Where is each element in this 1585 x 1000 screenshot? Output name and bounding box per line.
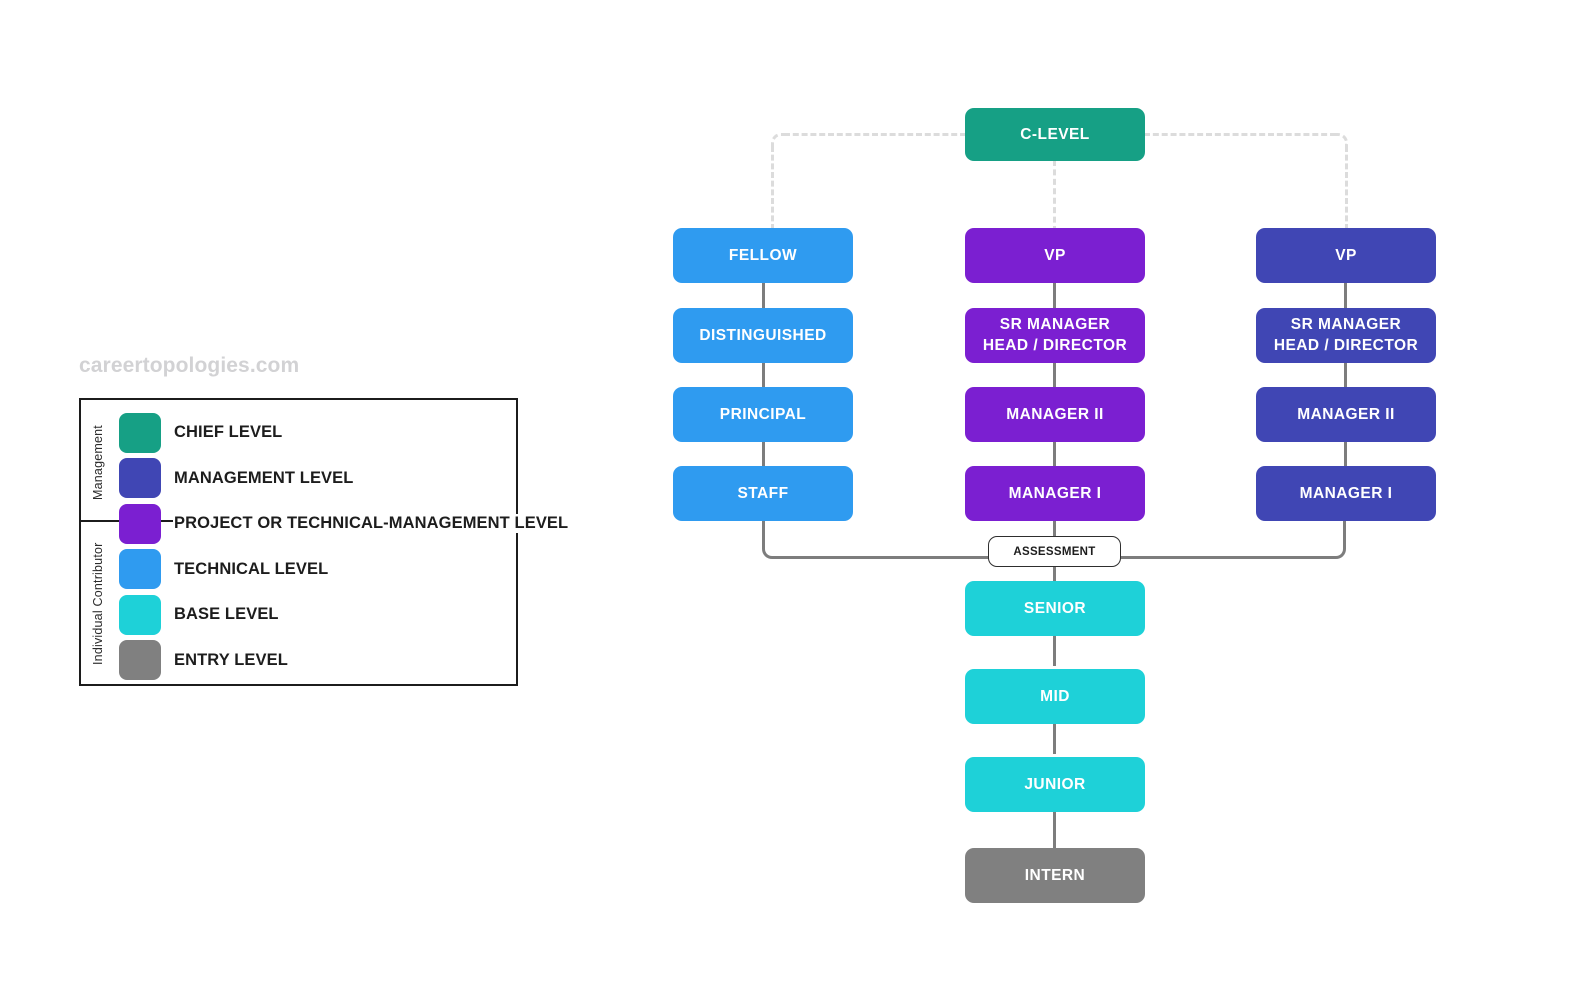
legend-items: CHIEF LEVEL MANAGEMENT LEVEL PROJECT OR …	[119, 410, 570, 684]
connector-manager2-manager1-pmt	[1053, 439, 1056, 471]
connector-manager1-to-assessment	[1053, 519, 1056, 539]
node-label-senior: SENIOR	[1023, 599, 1087, 617]
legend-label-management: MANAGEMENT LEVEL	[173, 468, 355, 488]
connector-vp-srmanager-pmt	[1053, 280, 1056, 312]
node-intern[interactable]: INTERN	[965, 848, 1145, 903]
node-principal[interactable]: PRINCIPAL	[673, 387, 853, 442]
node-label-assessment: ASSESSMENT	[1013, 545, 1096, 558]
node-staff[interactable]: STAFF	[673, 466, 853, 521]
node-label-line2: HEAD / DIRECTOR	[1273, 336, 1419, 354]
connector-assessment-to-manager1-mgmt	[1119, 556, 1333, 559]
site-watermark: careertopologies.com	[79, 354, 300, 377]
legend-label-entry: ENTRY LEVEL	[173, 650, 289, 670]
node-mid[interactable]: MID	[965, 669, 1145, 724]
node-manager-1-project-tech[interactable]: MANAGER I	[965, 466, 1145, 521]
node-assessment[interactable]: ASSESSMENT	[988, 536, 1121, 567]
node-label-junior: JUNIOR	[1024, 775, 1086, 793]
node-label-intern: INTERN	[1024, 866, 1086, 884]
node-label-staff: STAFF	[737, 484, 789, 502]
connector-manager1-mgmt-elbow	[1330, 519, 1346, 559]
legend-item-base: BASE LEVEL	[119, 592, 519, 638]
dashed-bracket-right-corner	[1334, 133, 1348, 147]
legend-swatch-management-icon	[119, 458, 161, 499]
connector-junior-intern	[1053, 810, 1056, 850]
connector-vp-srmanager-mgmt	[1344, 280, 1347, 312]
dashed-bracket-left-corner	[771, 133, 785, 147]
node-label-sr-manager-project-tech: SR MANAGER HEAD / DIRECTOR	[983, 315, 1127, 356]
connector-principal-staff	[762, 439, 765, 471]
legend-label-chief: CHIEF LEVEL	[173, 423, 284, 443]
node-sr-manager-management[interactable]: SR MANAGER HEAD / DIRECTOR	[1256, 308, 1436, 363]
node-label-manager-2-management: MANAGER II	[1297, 405, 1395, 423]
node-label-distinguished: DISTINGUISHED	[699, 326, 827, 344]
connector-srmanager-manager2-pmt	[1053, 360, 1056, 392]
legend-swatch-chief-icon	[119, 412, 161, 453]
node-fellow[interactable]: FELLOW	[673, 228, 853, 283]
legend-panel: Management Individual Contributor CHIEF …	[79, 398, 570, 686]
node-label-sr-manager-management: SR MANAGER HEAD / DIRECTOR	[1274, 315, 1418, 356]
node-label-line2: HEAD / DIRECTOR	[982, 336, 1128, 354]
legend-swatch-technical-icon	[119, 549, 161, 590]
connector-staff-elbow	[762, 519, 778, 559]
node-senior[interactable]: SENIOR	[965, 581, 1145, 636]
legend-item-management: MANAGEMENT LEVEL	[119, 456, 519, 502]
dashed-bracket-right-vertical	[1345, 146, 1348, 230]
node-distinguished[interactable]: DISTINGUISHED	[673, 308, 853, 363]
connector-fellow-distinguished	[762, 280, 765, 312]
connector-senior-mid	[1053, 634, 1056, 666]
connector-distinguished-principal	[762, 360, 765, 392]
node-label-c-level: C-LEVEL	[1020, 125, 1090, 143]
node-manager-2-project-tech[interactable]: MANAGER II	[965, 387, 1145, 442]
dashed-bracket-left-vertical	[771, 146, 774, 230]
legend-swatch-base-icon	[119, 594, 161, 635]
dashed-bracket-left-horizontal	[784, 133, 966, 136]
node-vp-project-tech[interactable]: VP	[965, 228, 1145, 283]
connector-mid-junior	[1053, 722, 1056, 754]
node-label-manager-1-project-tech: MANAGER I	[1008, 484, 1102, 502]
legend-label-base: BASE LEVEL	[173, 605, 280, 625]
connector-manager2-manager1-mgmt	[1344, 439, 1347, 471]
connector-assessment-to-senior	[1053, 564, 1056, 586]
dashed-connector-c-level-to-vp	[1053, 160, 1056, 232]
legend-group-individual-contributor: Individual Contributor	[91, 542, 105, 665]
node-label-vp-management: VP	[1335, 246, 1357, 264]
legend-item-chief: CHIEF LEVEL	[119, 410, 519, 456]
node-c-level[interactable]: C-LEVEL	[965, 108, 1145, 161]
legend-item-entry: ENTRY LEVEL	[119, 638, 519, 684]
legend-item-technical: TECHNICAL LEVEL	[119, 547, 519, 593]
node-vp-management[interactable]: VP	[1256, 228, 1436, 283]
connector-staff-to-assessment	[776, 556, 990, 559]
legend-swatch-project-tech-management-icon	[119, 503, 161, 544]
dashed-bracket-right-horizontal	[1144, 133, 1336, 136]
connector-srmanager-manager2-mgmt	[1344, 360, 1347, 392]
node-label-line1: SR MANAGER	[1290, 316, 1402, 334]
legend-swatch-entry-icon	[119, 640, 161, 681]
node-manager-2-management[interactable]: MANAGER II	[1256, 387, 1436, 442]
node-manager-1-management[interactable]: MANAGER I	[1256, 466, 1436, 521]
legend-group-management: Management	[91, 425, 105, 501]
node-label-vp-project-tech: VP	[1044, 246, 1066, 264]
node-label-fellow: FELLOW	[728, 246, 798, 264]
node-label-manager-1-management: MANAGER I	[1299, 484, 1393, 502]
node-label-mid: MID	[1040, 687, 1070, 705]
legend-item-project-tech-management: PROJECT OR TECHNICAL-MANAGEMENT LEVEL	[119, 501, 570, 547]
node-junior[interactable]: JUNIOR	[965, 757, 1145, 812]
node-label-manager-2-project-tech: MANAGER II	[1006, 405, 1104, 423]
node-label-line1: SR MANAGER	[999, 316, 1111, 334]
legend-label-technical: TECHNICAL LEVEL	[173, 559, 330, 579]
node-sr-manager-project-tech[interactable]: SR MANAGER HEAD / DIRECTOR	[965, 308, 1145, 363]
node-label-principal: PRINCIPAL	[719, 405, 807, 423]
legend-label-project-tech-management: PROJECT OR TECHNICAL-MANAGEMENT LEVEL	[173, 514, 570, 534]
